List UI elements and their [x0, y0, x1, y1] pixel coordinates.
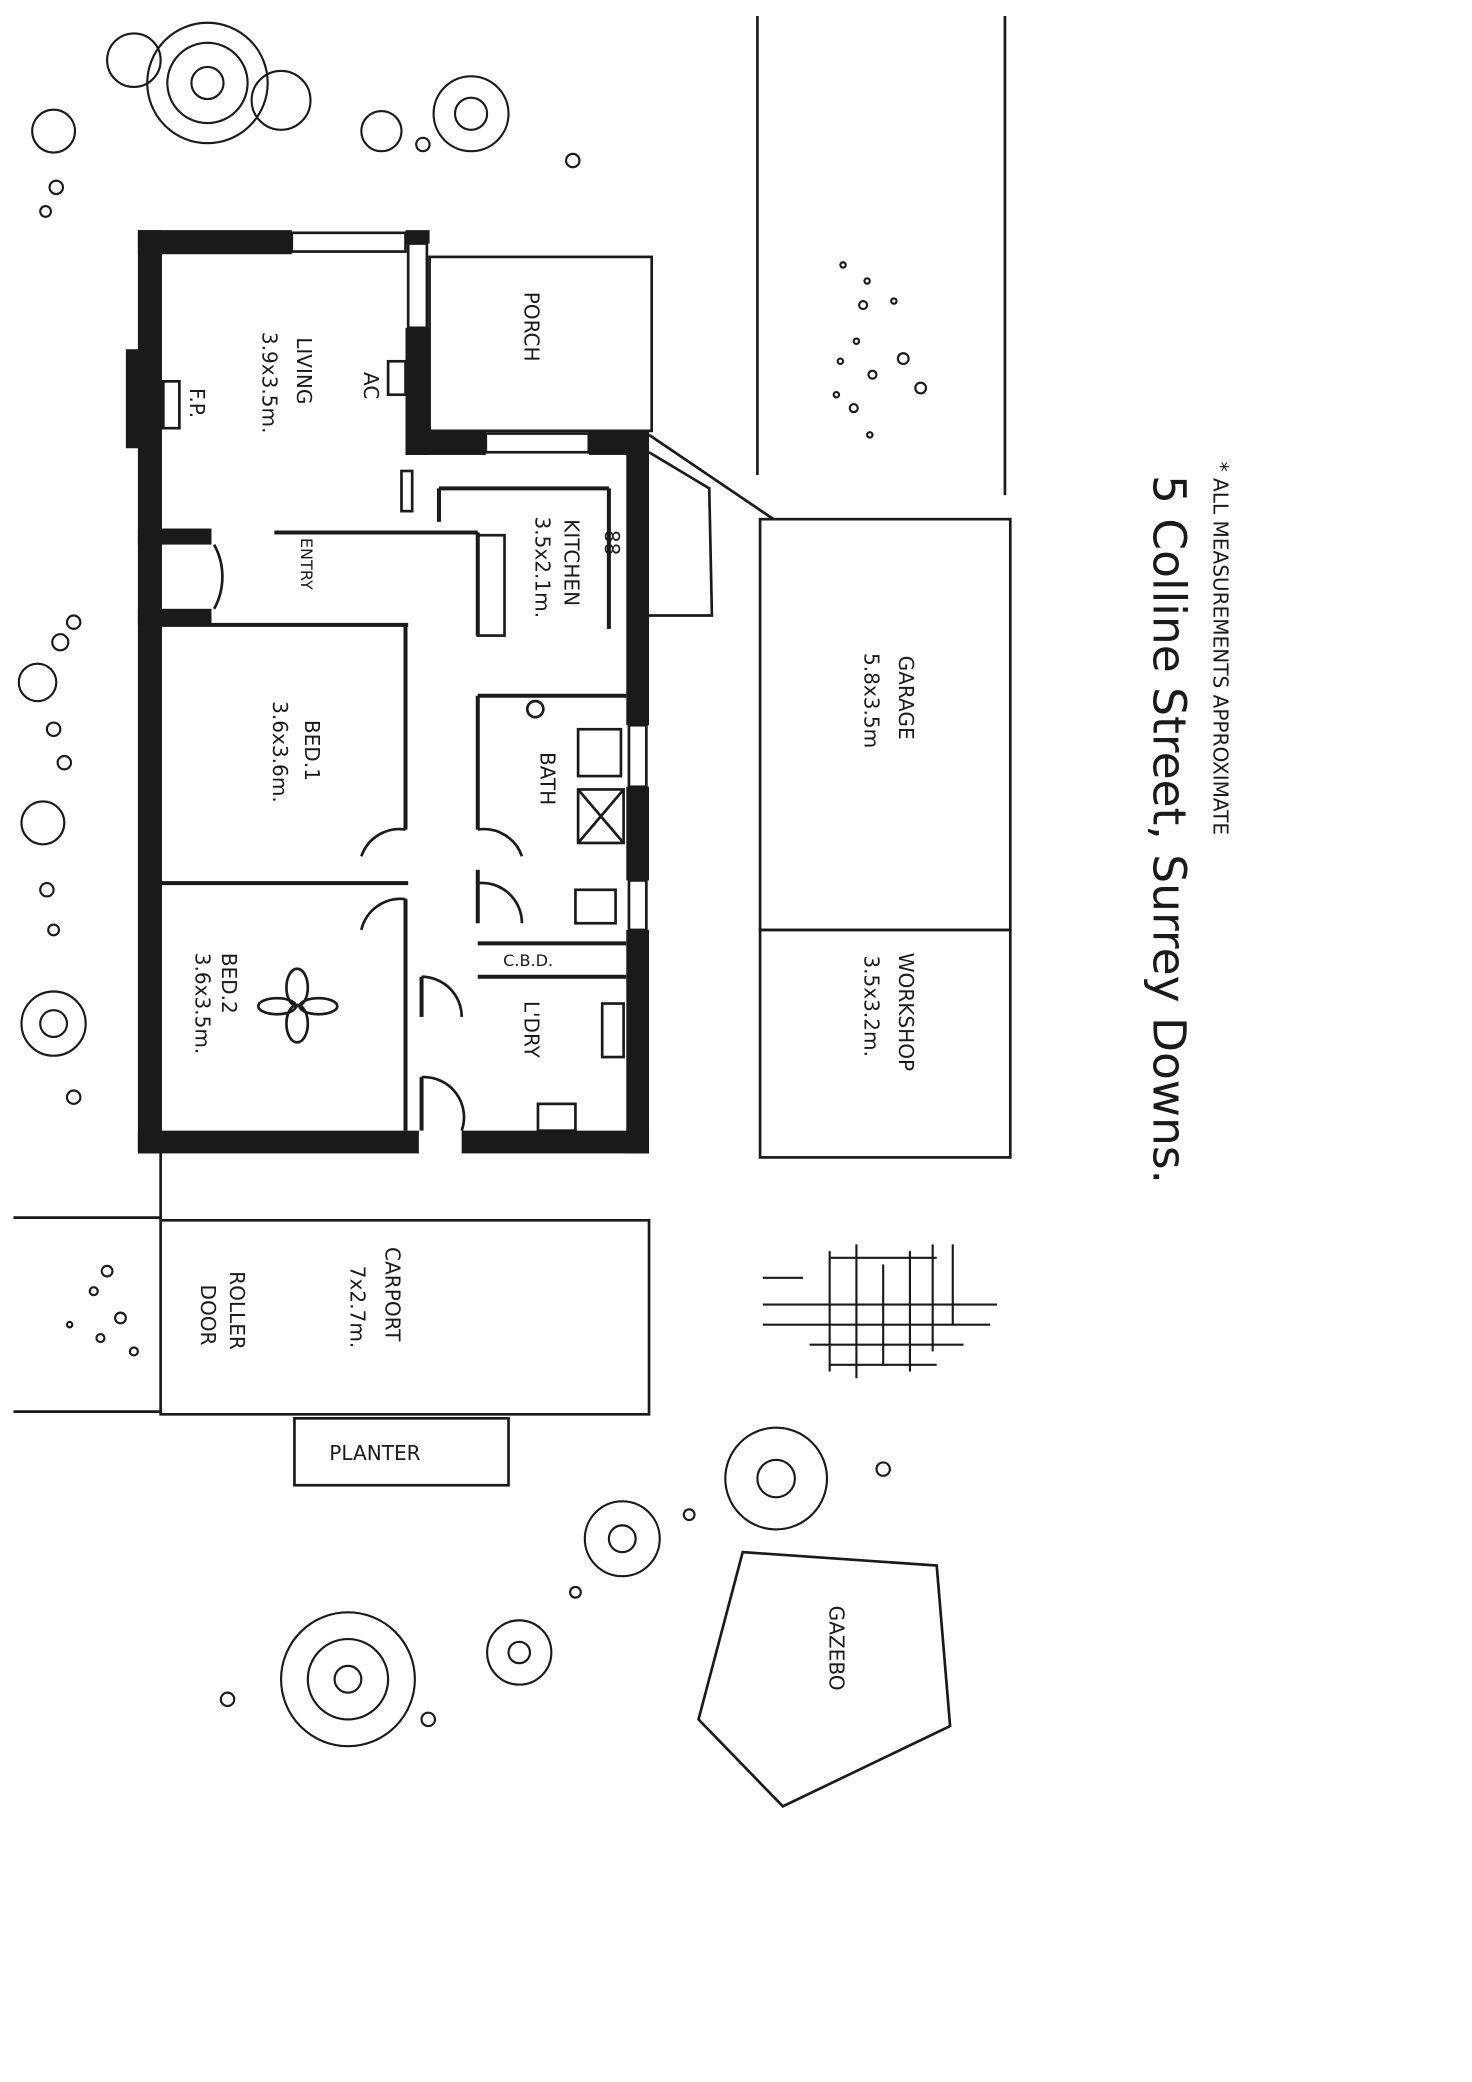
paving-grid — [762, 1244, 997, 1379]
bed2-size: 3.6x3.5m. — [190, 953, 214, 1055]
gravel-dots — [832, 261, 928, 439]
kitchen-size: 3.5x2.1m. — [530, 516, 554, 618]
bed1-label: BED.1 — [300, 720, 324, 781]
garage-size: 5.8x3.5m — [859, 653, 883, 748]
planter-label: PLANTER — [329, 1441, 420, 1465]
house-walls — [137, 230, 650, 1154]
interior-walls — [160, 486, 627, 1131]
workshop-size: 3.5x3.2m. — [859, 955, 883, 1057]
roller-door-label-2: DOOR — [196, 1285, 220, 1346]
tree-icon — [17, 21, 891, 1748]
carport-label: CARPORT — [380, 1247, 404, 1342]
porch — [428, 255, 654, 433]
fireplace-label: F.P. — [185, 388, 209, 418]
garage — [758, 517, 1012, 932]
ceiling-fan-icon — [256, 967, 339, 1044]
workshop-label: WORKSHOP — [894, 953, 918, 1071]
roller-door-label: ROLLER — [225, 1271, 249, 1350]
laundry-label: L'DRY — [520, 1001, 544, 1059]
workshop — [758, 928, 1012, 1159]
living-label: LIVING — [292, 337, 316, 404]
gazebo-label: GAZEBO — [825, 1606, 849, 1691]
ac-label: AC — [359, 372, 383, 399]
cbd-label: C.B.D. — [503, 951, 553, 970]
door-swings — [212, 543, 524, 1132]
living-size: 3.9x3.5m. — [257, 332, 281, 434]
bath-label: BATH — [536, 752, 560, 805]
carport-size: 7x2.7m. — [346, 1266, 370, 1348]
fixtures — [161, 359, 625, 1132]
fridge-label: 88 — [600, 530, 624, 556]
measurements-note: * ALL MEASUREMENTS APPROXIMATE — [1209, 462, 1233, 835]
bed2-label: BED.2 — [217, 953, 241, 1014]
gazebo — [697, 1550, 952, 1808]
planter — [293, 1416, 510, 1487]
garage-label: GARAGE — [894, 656, 918, 740]
kitchen-label: KITCHEN — [560, 519, 584, 606]
side-gate — [648, 433, 775, 617]
porch-label: PORCH — [520, 292, 544, 362]
windows — [125, 231, 648, 1068]
entry-label: ENTRY — [297, 538, 316, 590]
carport — [159, 1218, 651, 1416]
bed1-size: 3.6x3.6m. — [268, 701, 292, 803]
address-title: 5 Colline Street, Surrey Downs. — [1142, 475, 1195, 1184]
